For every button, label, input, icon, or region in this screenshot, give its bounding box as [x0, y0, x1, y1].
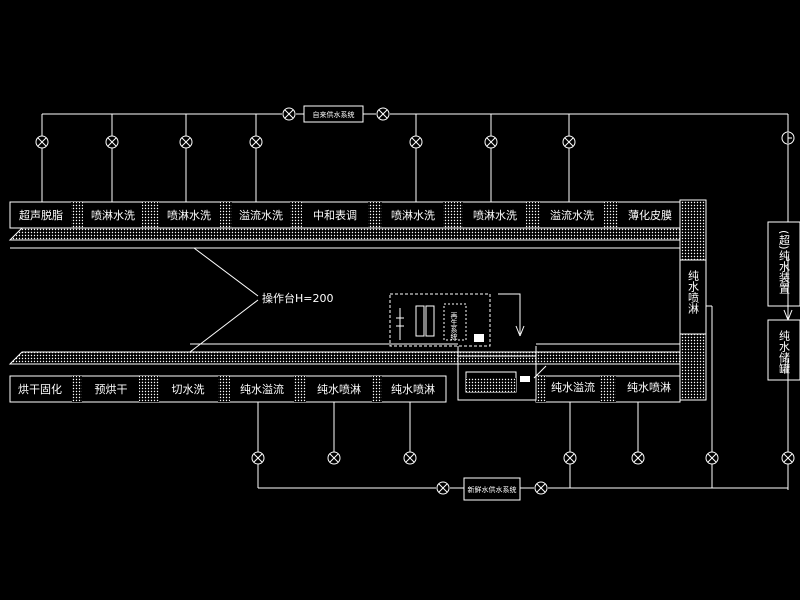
equipment-label: 再生系统	[450, 312, 458, 341]
top-station-3: 喷淋水洗	[167, 209, 211, 222]
bottom-station-5: 纯水喷淋	[317, 383, 361, 396]
regeneration-equipment	[389, 293, 547, 401]
bottom-valves	[251, 451, 795, 495]
pure-water-device-label: (超)纯水装置	[778, 230, 791, 294]
top-station-5: 中和表调	[313, 208, 357, 222]
bottom-station-6: 纯水喷淋	[391, 383, 435, 396]
bottom-station-8: 纯水喷淋	[627, 381, 671, 394]
top-station-1: 超声脱脂	[19, 208, 63, 222]
pure-water-tank-label: 纯水储罐	[778, 330, 791, 375]
top-valves	[35, 107, 795, 149]
top-station-9: 薄化皮膜	[628, 208, 672, 222]
bottom-station-2: 预烘干	[95, 382, 128, 396]
platform-label: 操作台H=200	[262, 291, 333, 305]
pure-water-tank-box	[767, 319, 800, 381]
top-station-2: 喷淋水洗	[91, 209, 135, 222]
bottom-station-7: 纯水溢流	[551, 380, 595, 394]
bottom-conveyor	[8, 343, 681, 365]
platform-leaders	[189, 247, 259, 353]
pure-water-device-box	[767, 221, 800, 307]
bottom-supply-system-label: 新鲜水供水系统	[468, 485, 517, 494]
bottom-process-row	[9, 375, 681, 403]
top-station-8: 溢流水洗	[550, 208, 594, 222]
bottom-station-3: 切水洗	[172, 383, 205, 396]
vertical-station-label: 纯水喷淋	[687, 270, 700, 315]
top-supply-system-label: 自来供水系统	[313, 110, 355, 119]
top-process-row	[9, 199, 707, 261]
bottom-supply-system-box	[463, 477, 521, 501]
top-station-6: 喷淋水洗	[391, 209, 435, 222]
top-supply-system-box	[303, 105, 364, 123]
bottom-station-4: 纯水溢流	[240, 382, 284, 396]
top-conveyor	[8, 227, 681, 249]
top-station-7: 喷淋水洗	[473, 209, 517, 222]
bottom-station-1: 烘干固化	[18, 382, 62, 396]
top-station-4: 溢流水洗	[239, 208, 283, 222]
